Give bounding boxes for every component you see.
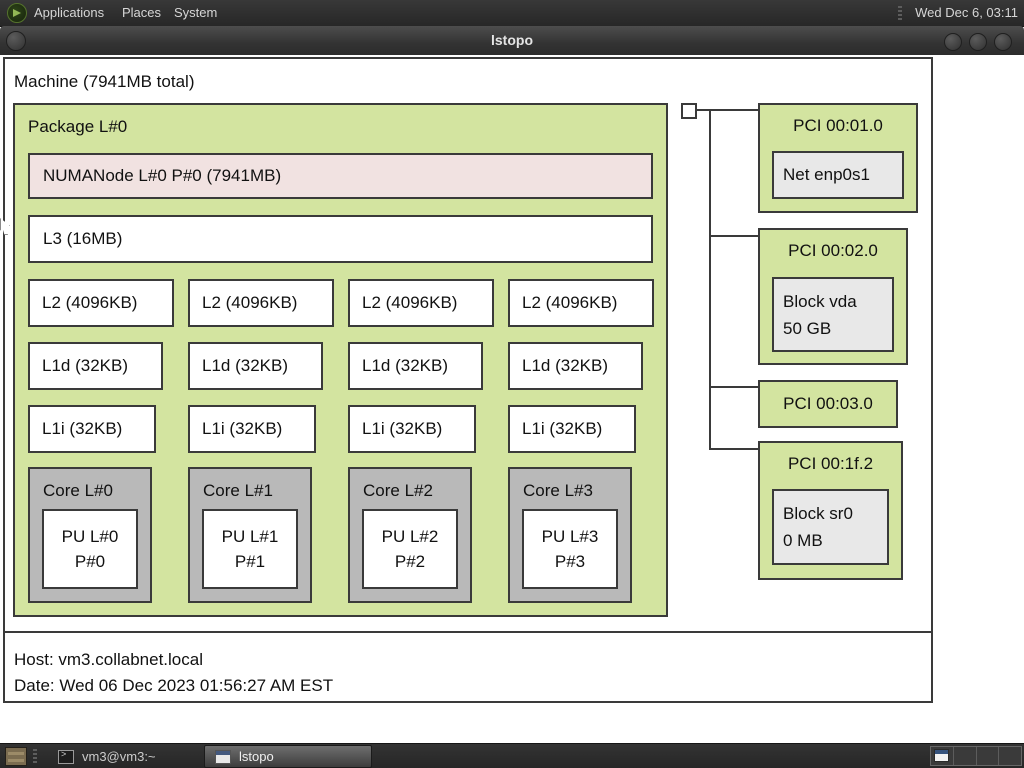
block-device-box: Block sr0 0 MB [772, 489, 889, 565]
pci-title: PCI 00:03.0 [783, 394, 873, 413]
maximize-button[interactable] [969, 33, 987, 51]
task-button-lstopo[interactable]: lstopo [204, 745, 372, 768]
core-label: Core L#1 [203, 481, 273, 500]
menu-applications[interactable]: Applications [34, 5, 105, 20]
pci-title: PCI 00:02.0 [788, 241, 878, 260]
window-titlebar[interactable]: lstopo [0, 26, 1024, 56]
l1i-cache-label: L1i (32KB) [42, 419, 123, 438]
workspace-switcher [930, 746, 1022, 766]
package-label: Package L#0 [28, 117, 128, 136]
workspace-1[interactable] [931, 747, 954, 765]
task-label: lstopo [239, 749, 274, 764]
taskbar-grip[interactable] [33, 749, 37, 764]
core-label: Core L#3 [523, 481, 593, 500]
pu-index: P#2 [394, 552, 426, 571]
task-button-terminal[interactable]: vm3@vm3:~ [44, 745, 200, 768]
clock-applet[interactable]: Wed Dec 6, 03:11 [915, 5, 1018, 20]
l2-cache-label: L2 (4096KB) [42, 293, 138, 312]
core-label: Core L#2 [363, 481, 433, 500]
mini-window-icon [934, 749, 949, 762]
numanode-box: NUMANode L#0 P#0 (7941MB) [28, 153, 653, 199]
pu-index: P#3 [554, 552, 586, 571]
l2-cache-label: L2 (4096KB) [522, 293, 618, 312]
pci-title: PCI 00:1f.2 [787, 454, 874, 473]
l1i-cache-box: L1i (32KB) [188, 405, 316, 453]
minimize-button[interactable] [944, 33, 962, 51]
l1d-cache-box: L1d (32KB) [508, 342, 643, 390]
pu-label: PU L#1 [221, 527, 279, 546]
pci-link-line [709, 448, 758, 450]
block-device-label: Block vda [783, 292, 857, 311]
pu-index: P#0 [74, 552, 106, 571]
distro-logo-icon[interactable] [7, 3, 27, 23]
l1d-cache-label: L1d (32KB) [522, 356, 608, 375]
pu-label: PU L#3 [541, 527, 599, 546]
block-device-size: 50 GB [783, 319, 832, 338]
show-desktop-icon[interactable] [5, 747, 27, 766]
terminal-icon [58, 749, 74, 764]
workspace-3[interactable] [977, 747, 1000, 765]
pci-trunk-line [709, 109, 711, 450]
taskbar: vm3@vm3:~ lstopo [0, 743, 1024, 768]
l2-cache-label: L2 (4096KB) [362, 293, 458, 312]
l1i-cache-label: L1i (32KB) [362, 419, 443, 438]
l1d-cache-label: L1d (32KB) [362, 356, 448, 375]
l2-cache-box: L2 (4096KB) [28, 279, 174, 327]
l1d-cache-box: L1d (32KB) [188, 342, 323, 390]
pci-title: PCI 00:01.0 [793, 116, 883, 135]
numanode-label: NUMANode L#0 P#0 (7941MB) [43, 166, 282, 185]
l1i-cache-box: L1i (32KB) [348, 405, 476, 453]
l1i-cache-box: L1i (32KB) [28, 405, 156, 453]
menu-places[interactable]: Places [122, 5, 162, 20]
workspace-2[interactable] [954, 747, 977, 765]
l2-cache-box: L2 (4096KB) [348, 279, 494, 327]
l1d-cache-label: L1d (32KB) [42, 356, 128, 375]
l2-cache-box: L2 (4096KB) [188, 279, 334, 327]
l2-cache-label: L2 (4096KB) [202, 293, 298, 312]
block-device-box: Block vda 50 GB [772, 277, 894, 352]
block-device-label: Block sr0 [783, 504, 853, 523]
l1i-cache-label: L1i (32KB) [522, 419, 603, 438]
net-device-box: Net enp0s1 [772, 151, 904, 199]
l3-cache-label: L3 (16MB) [43, 229, 123, 248]
l2-cache-box: L2 (4096KB) [508, 279, 654, 327]
workspace-4[interactable] [999, 747, 1021, 765]
pci-link-line [709, 386, 758, 388]
legend-date: Date: Wed 06 Dec 2023 01:56:27 AM EST [14, 676, 334, 695]
l3-cache-box: L3 (16MB) [28, 215, 653, 263]
window-title: lstopo [491, 32, 533, 48]
legend-host: Host: vm3.collabnet.local [14, 650, 203, 669]
core-label: Core L#0 [43, 481, 113, 500]
l1i-cache-box: L1i (32KB) [508, 405, 636, 453]
pci-link-line [697, 109, 758, 111]
pci-link-line [709, 235, 758, 237]
hostbridge-box [681, 103, 697, 119]
legend-divider [5, 631, 931, 633]
close-button[interactable] [994, 33, 1012, 51]
net-device-label: Net enp0s1 [783, 165, 870, 184]
l1d-cache-box: L1d (32KB) [28, 342, 163, 390]
top-panel: Applications Places System Wed Dec 6, 03… [0, 0, 1024, 27]
l1d-cache-box: L1d (32KB) [348, 342, 483, 390]
lstopo-window-icon [215, 749, 231, 764]
pu-index: P#1 [234, 552, 266, 571]
l1d-cache-label: L1d (32KB) [202, 356, 288, 375]
pu-label: PU L#2 [381, 527, 439, 546]
menu-system[interactable]: System [174, 5, 218, 20]
pu-label: PU L#0 [61, 527, 119, 546]
machine-label: Machine (7941MB total) [14, 72, 195, 91]
task-label: vm3@vm3:~ [82, 749, 156, 764]
block-device-size: 0 MB [783, 531, 823, 550]
pci-box: PCI 00:03.0 [758, 380, 898, 428]
window-menu-button[interactable] [6, 31, 26, 51]
panel-grip[interactable] [898, 6, 902, 20]
l1i-cache-label: L1i (32KB) [202, 419, 283, 438]
